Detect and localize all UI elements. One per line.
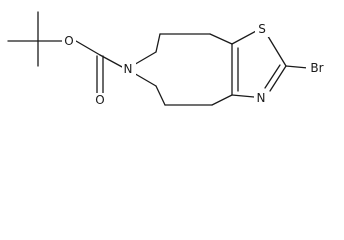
bond-fused-c1-to-s bbox=[231, 29, 259, 45]
bond-s-to-c2 bbox=[265, 32, 287, 67]
bond-ch2-upper-to-ch2 bbox=[155, 33, 161, 53]
bond-carbonyl-c-to-n bbox=[99, 54, 125, 69]
bond-o-to-carbonyl-c bbox=[75, 40, 101, 56]
bond-c2-to-br bbox=[285, 65, 309, 69]
bond-bottom-to-fused-c2 bbox=[211, 94, 233, 106]
bond-n-to-fused-c2 bbox=[231, 94, 255, 98]
bond-ch2-lower-to-ch2 bbox=[155, 85, 166, 106]
atom-s-ring: S bbox=[258, 22, 266, 36]
atom-o-carbonyl: O bbox=[95, 93, 104, 107]
atom-n-thiazole: N bbox=[257, 91, 266, 105]
bond-top-to-fused-c1 bbox=[209, 33, 233, 45]
bond-c2-to-n-b bbox=[264, 64, 281, 89]
atom-n-ring: N bbox=[124, 62, 133, 76]
bond-c2-to-n-a bbox=[269, 65, 287, 92]
atom-o-ether: O bbox=[64, 34, 73, 48]
structure-canvas: O O N S N Br bbox=[7, 11, 324, 107]
molecule-diagram: O O N S N Br bbox=[7, 11, 324, 107]
atom-br: Br bbox=[310, 61, 323, 75]
